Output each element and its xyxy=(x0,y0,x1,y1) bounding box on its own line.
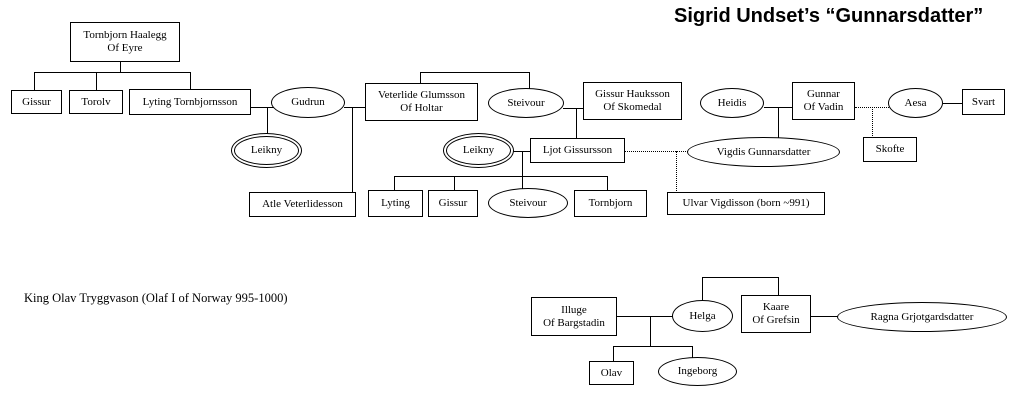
connector-line xyxy=(394,176,608,177)
connector-line xyxy=(811,316,838,317)
person-name-label: Ulvar Vigdisson (born ~991) xyxy=(682,197,810,209)
connector-line xyxy=(251,107,274,108)
connector-line xyxy=(702,277,703,301)
person-box-olav-jr: Olav xyxy=(589,361,634,385)
person-ellipse-helga: Helga xyxy=(672,300,733,332)
connector-line xyxy=(96,72,97,91)
person-name-label: Svart xyxy=(971,95,996,108)
connector-line xyxy=(522,151,523,177)
person-name-label: Vigdis Gunnarsdatter xyxy=(716,145,811,158)
person-name-label: Gissur xyxy=(22,95,51,108)
connector-line xyxy=(267,107,268,135)
connector-line xyxy=(607,176,608,191)
connector-line xyxy=(454,176,455,191)
person-name-label: Tornbjorn Haalegg Of Eyre xyxy=(83,29,167,54)
connector-line xyxy=(352,107,353,193)
person-ellipse-leikny-2: Leikny xyxy=(443,133,514,168)
connector-line xyxy=(692,346,693,359)
person-box-illuge-of-bargstadin: Illuge Of Bargstadin xyxy=(531,297,617,336)
connector-line xyxy=(650,316,651,347)
person-box-tornbjorn-haalegg: Tornbjorn Haalegg Of Eyre xyxy=(70,22,180,62)
person-box-tornbjorn-jr: Tornbjorn xyxy=(574,190,647,217)
person-name-label: Leikny xyxy=(462,144,495,156)
person-name-label: Torolv xyxy=(81,95,111,108)
person-ellipse-steivour-1: Steivour xyxy=(488,88,564,118)
person-box-gissur-hauksson: Gissur Hauksson Of Skomedal xyxy=(583,82,682,120)
person-name-label: Skofte xyxy=(875,143,905,155)
person-ellipse-ingeborg: Ingeborg xyxy=(658,357,737,386)
person-name-label: Gudrun xyxy=(291,96,325,108)
person-name-label: Steivour xyxy=(509,196,547,209)
connector-line xyxy=(394,176,395,191)
connector-line xyxy=(120,62,121,73)
connector-line xyxy=(613,346,693,347)
connector-line xyxy=(529,72,530,90)
person-name-label: Gissur xyxy=(438,197,468,209)
connector-line xyxy=(702,277,779,278)
connector-line xyxy=(522,176,523,190)
connector-line xyxy=(943,103,963,104)
person-box-gissur-sr: Gissur xyxy=(11,90,62,114)
dotted-connector-line xyxy=(625,151,688,152)
person-box-veterlide-glumsson: Veterlide Glumsson Of Holtar xyxy=(365,83,478,121)
person-ellipse-steivour-2: Steivour xyxy=(488,188,568,218)
person-ellipse-vigdis-gunnarsdatter: Vigdis Gunnarsdatter xyxy=(687,137,840,167)
connector-line xyxy=(617,316,673,317)
connector-line xyxy=(778,277,779,296)
person-name-label: Illuge Of Bargstadin xyxy=(543,303,605,329)
person-name-label: Steivour xyxy=(507,96,545,109)
person-name-label: Heidis xyxy=(717,96,747,109)
person-ellipse-leikny-1: Leikny xyxy=(231,133,302,168)
person-name-label: Gissur Hauksson Of Skomedal xyxy=(595,88,670,113)
connector-line xyxy=(344,107,366,108)
connector-line xyxy=(613,346,614,362)
connector-line xyxy=(34,72,191,73)
person-name-label: Atle Veterlidesson xyxy=(262,198,343,210)
person-ellipse-heidis: Heidis xyxy=(700,88,764,118)
person-name-label: Ljot Gissursson xyxy=(542,144,613,156)
connector-line xyxy=(563,108,584,109)
connector-line xyxy=(420,72,421,84)
person-box-kaare-of-grefsin: Kaare Of Grefsin xyxy=(741,295,811,333)
person-box-lyting-tornbjornsson: Lyting Tornbjornsson xyxy=(129,89,251,115)
person-box-skofte: Skofte xyxy=(863,137,917,162)
person-name-label: Leikny xyxy=(250,144,283,156)
person-name-label: Gunnar Of Vadin xyxy=(803,88,844,113)
person-name-label: Helga xyxy=(689,309,716,322)
king-olav-note: King Olav Tryggvason (Olaf I of Norway 9… xyxy=(24,291,288,305)
person-name-label: Ingeborg xyxy=(677,365,718,377)
connector-line xyxy=(420,72,530,73)
person-ellipse-ragna-grjotgardsdatter: Ragna Grjotgardsdatter xyxy=(837,302,1007,332)
person-name-label: Lyting Tornbjornsson xyxy=(142,95,238,108)
person-box-ljot-gissursson: Ljot Gissursson xyxy=(530,138,625,163)
connector-line xyxy=(190,72,191,90)
person-ellipse-gudrun: Gudrun xyxy=(271,87,345,118)
person-name-label: Olav xyxy=(600,366,623,379)
connector-line xyxy=(576,108,577,139)
connector-line xyxy=(778,107,779,141)
person-box-atle-veterlidesson: Atle Veterlidesson xyxy=(249,192,356,217)
person-name-label: Tornbjorn xyxy=(588,197,633,209)
person-name-label: Lyting xyxy=(381,197,410,209)
person-box-gunnar-of-vadin: Gunnar Of Vadin xyxy=(792,82,855,120)
person-box-gissur-jr: Gissur xyxy=(428,190,478,217)
person-box-ulvar-vigdisson: Ulvar Vigdisson (born ~991) xyxy=(667,192,825,215)
person-ellipse-aesa: Aesa xyxy=(888,88,943,118)
dotted-connector-line xyxy=(676,151,677,193)
person-box-lyting-jr: Lyting xyxy=(368,190,423,217)
person-box-torolv: Torolv xyxy=(69,90,123,114)
connector-line xyxy=(34,72,35,91)
person-name-label: Veterlide Glumsson Of Holtar xyxy=(377,89,466,114)
page-title: Sigrid Undset’s “Gunnarsdatter” xyxy=(674,5,984,27)
dotted-connector-line xyxy=(872,107,873,138)
person-name-label: Ragna Grjotgardsdatter xyxy=(870,310,974,323)
person-name-label: Kaare Of Grefsin xyxy=(752,301,800,326)
person-box-svart: Svart xyxy=(962,89,1005,115)
person-name-label: Aesa xyxy=(904,96,927,109)
